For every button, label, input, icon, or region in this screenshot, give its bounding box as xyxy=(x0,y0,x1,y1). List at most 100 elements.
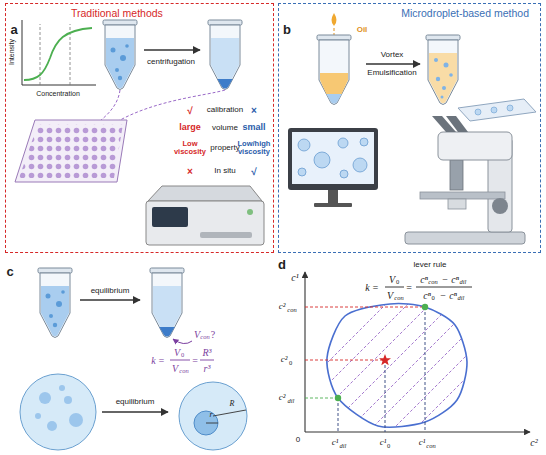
illustration-part xyxy=(272,290,422,440)
math-subscript: con xyxy=(426,442,435,449)
panel-letter: d xyxy=(278,258,286,272)
value-label: Low viscosity xyxy=(171,140,209,157)
illustration-part xyxy=(194,411,218,435)
illustration-part xyxy=(173,339,192,344)
illustration-part xyxy=(298,139,310,151)
illustration-part xyxy=(125,44,129,48)
cross-mark: × xyxy=(251,105,257,116)
illustration-part xyxy=(353,158,367,172)
illustration-part xyxy=(111,48,116,53)
step-label: centrifugation xyxy=(147,58,195,67)
axis-title: Concentration xyxy=(36,90,80,98)
row-label: volume xyxy=(212,124,238,133)
illustration-part xyxy=(294,290,444,440)
math-subscript: 0 xyxy=(396,278,399,285)
illustration-part xyxy=(120,55,126,61)
math-subscript: dil xyxy=(460,278,467,285)
illustration-part xyxy=(217,79,232,89)
illustration-part xyxy=(59,385,65,391)
value-label: small xyxy=(242,123,265,133)
math-subscript: 0 xyxy=(387,442,390,449)
illustration-part xyxy=(288,128,378,190)
illustration-part xyxy=(153,286,181,336)
illustration-part xyxy=(69,413,83,427)
illustration-part xyxy=(200,360,214,361)
illustration-part xyxy=(148,186,262,201)
tick-label: c¹ xyxy=(380,438,387,448)
math-subscript: con xyxy=(287,306,296,313)
illustration-part xyxy=(316,290,466,440)
illustration-part xyxy=(492,290,546,440)
illustration-part xyxy=(20,374,96,450)
panel-title: Microdroplet-based method xyxy=(398,7,532,19)
math-term: V xyxy=(174,347,180,358)
illustration-part xyxy=(448,290,546,440)
value-label: Low/high viscosity xyxy=(236,140,272,157)
illustration-part xyxy=(426,290,546,440)
illustration-part xyxy=(298,168,306,176)
math-subscript: con xyxy=(428,278,437,285)
tick-label: c¹ xyxy=(419,438,426,448)
droplet xyxy=(179,382,247,450)
illustration-part xyxy=(115,68,119,72)
math-subscript: dil xyxy=(340,442,347,449)
glass-slide xyxy=(458,99,536,121)
illustration-part xyxy=(450,160,463,190)
illustration-part xyxy=(442,86,446,90)
illustration-part xyxy=(328,190,338,203)
math-subscript: 0 xyxy=(289,359,292,366)
illustration-part xyxy=(103,20,137,90)
illustration-part xyxy=(46,294,51,299)
illustration-part xyxy=(250,290,546,440)
illustration-part xyxy=(64,396,72,404)
illustration-part xyxy=(56,301,62,307)
illustration-part xyxy=(470,290,546,440)
cross-mark: × xyxy=(187,166,193,177)
illustration-part xyxy=(458,99,536,121)
illustration-part xyxy=(429,53,457,103)
well-plate xyxy=(15,120,127,182)
illustration-part xyxy=(360,138,368,146)
illustration-part xyxy=(146,201,264,245)
illustration-part xyxy=(19,124,123,178)
math-subscript: 0 xyxy=(431,294,434,301)
illustration-part xyxy=(152,207,188,227)
illustration-part xyxy=(446,116,468,132)
centrifuged-tube xyxy=(208,20,242,90)
illustration-part xyxy=(170,360,190,361)
math-term: V xyxy=(194,329,200,340)
illustration-part xyxy=(382,290,532,440)
illustration-part xyxy=(326,94,341,104)
illustration-part xyxy=(22,20,23,85)
illustration-part xyxy=(385,360,386,432)
illustration-part xyxy=(53,323,57,327)
row-label: In situ xyxy=(214,167,235,176)
math-term: r³ xyxy=(204,363,211,374)
panel-title: Traditional methods xyxy=(68,7,166,19)
illustration-part xyxy=(304,272,305,432)
material-label: Oil xyxy=(357,26,368,35)
illustration-part xyxy=(208,20,242,90)
math-term: ? xyxy=(211,329,215,340)
math-term: cⁿ xyxy=(449,290,457,301)
illustration-part xyxy=(102,411,168,412)
plate-reader xyxy=(146,186,264,245)
illustration-part xyxy=(305,360,385,361)
sample-tube xyxy=(317,35,351,105)
illustration-part xyxy=(332,13,337,26)
math-term: V xyxy=(389,274,395,285)
tick-label: c² xyxy=(281,355,288,365)
method-panel: Microdroplet-based method xyxy=(278,3,541,253)
droplet xyxy=(20,374,96,450)
illustration-part xyxy=(61,290,65,294)
phase-diagram xyxy=(250,272,546,440)
math-term: − xyxy=(440,290,446,301)
math-subscript: dil xyxy=(288,397,295,404)
illustration-part xyxy=(420,192,505,199)
dimension-label: R xyxy=(230,400,235,409)
illustration-part xyxy=(80,299,140,300)
illustration-part xyxy=(385,287,404,288)
illustration-part xyxy=(144,49,200,50)
illustration-part xyxy=(492,198,508,214)
illustration-part xyxy=(449,73,453,77)
